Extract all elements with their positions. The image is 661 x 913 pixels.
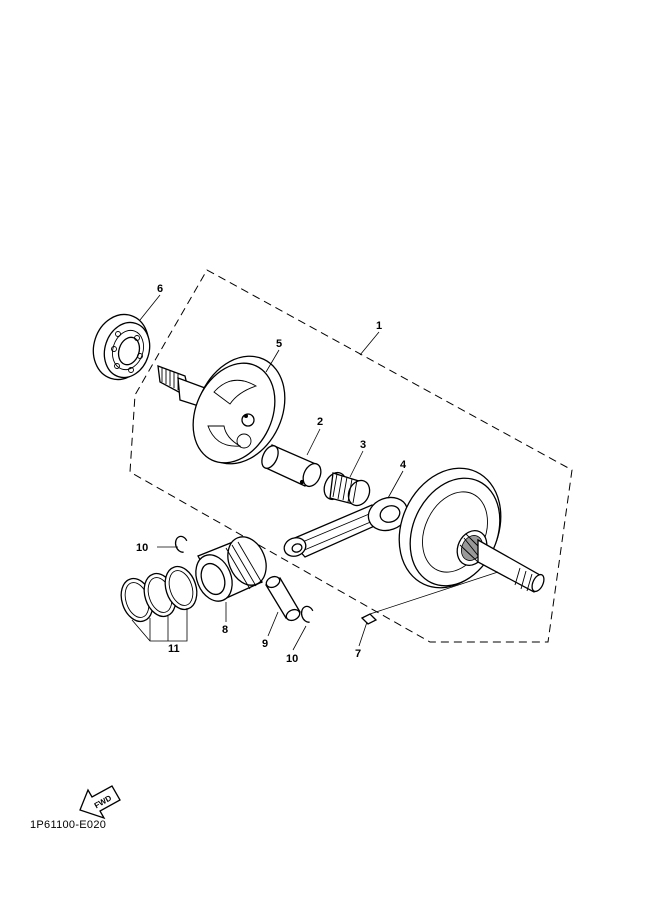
- label-part-5: 5: [276, 338, 282, 350]
- piston-pin-9[interactable]: [265, 575, 302, 623]
- label-part-6: 6: [157, 283, 163, 295]
- assembly-boundary: [129, 269, 573, 643]
- label-part-11: 11: [168, 643, 180, 655]
- crank-pin-2[interactable]: [259, 443, 325, 489]
- crank-left-5[interactable]: [157, 341, 302, 478]
- circlip-10-lower[interactable]: [300, 605, 316, 624]
- crank-right[interactable]: [380, 452, 546, 605]
- label-part-10-upper: 10: [136, 542, 148, 554]
- label-part-8: 8: [222, 624, 228, 636]
- label-part-10-lower: 10: [286, 653, 298, 665]
- piston-8[interactable]: [189, 531, 273, 607]
- circlip-10-upper[interactable]: [174, 535, 190, 554]
- label-part-2: 2: [317, 416, 323, 428]
- needle-bearing-3[interactable]: [320, 469, 374, 509]
- label-part-3: 3: [360, 439, 366, 451]
- label-part-4: 4: [400, 459, 407, 471]
- key-7[interactable]: [360, 613, 378, 625]
- fwd-arrow-icon: FWD: [79, 785, 121, 820]
- label-part-7: 7: [355, 648, 361, 660]
- bearing-6[interactable]: [85, 307, 157, 386]
- diagram-code: 1P61100-E020: [30, 819, 107, 831]
- label-part-9: 9: [262, 638, 268, 650]
- label-part-1: 1: [376, 320, 382, 332]
- piston-rings-11[interactable]: [116, 562, 202, 625]
- leader-lines: [131, 294, 499, 651]
- connecting-rod-4[interactable]: [282, 492, 413, 559]
